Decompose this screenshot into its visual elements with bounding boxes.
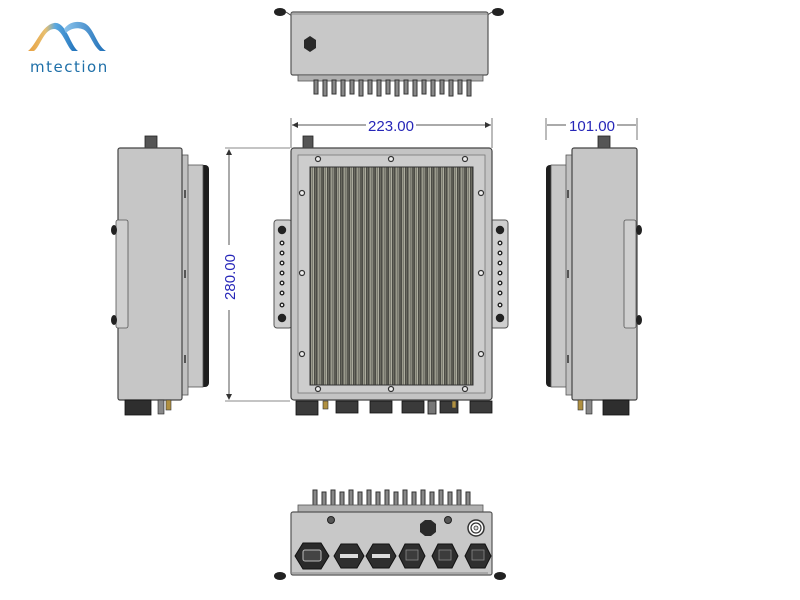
height-label: 280.00 (222, 254, 239, 300)
depth-label: 101.00 (569, 118, 615, 135)
rj45-port-icon (431, 543, 459, 569)
mount-foot-icon (274, 8, 286, 16)
mount-foot-icon (492, 8, 504, 16)
antenna-connector-icon (302, 135, 314, 149)
mount-foot-icon (494, 572, 506, 580)
width-label: 223.00 (368, 118, 414, 135)
heatsink-fins (309, 166, 474, 386)
antenna-port-icon (467, 519, 485, 537)
rj45-port-icon (398, 543, 426, 569)
width-dimension: 223.00 (290, 118, 493, 148)
top-view (274, 8, 504, 97)
antenna-connector-icon (144, 135, 158, 149)
depth-dimension: 101.00 (545, 118, 638, 140)
vent-plug-icon (420, 520, 436, 536)
brand-logo (20, 15, 120, 85)
brand-name: mtection (30, 58, 109, 76)
left-side-view (111, 135, 209, 416)
bottom-view (274, 489, 506, 580)
right-side-view (546, 135, 642, 416)
front-view (273, 135, 509, 416)
vent-plug-icon (304, 36, 316, 52)
rj45-port-icon (464, 543, 492, 569)
mount-foot-icon (274, 572, 286, 580)
ground-screw-icon (444, 516, 452, 524)
usb-connector-icon (365, 543, 397, 569)
power-connector-icon (294, 542, 330, 570)
usb-connector-icon (333, 543, 365, 569)
wave-logo-icon (28, 21, 106, 51)
ground-screw-icon (327, 516, 335, 524)
height-dimension: 280.00 (222, 147, 290, 402)
antenna-connector-icon (597, 135, 611, 149)
